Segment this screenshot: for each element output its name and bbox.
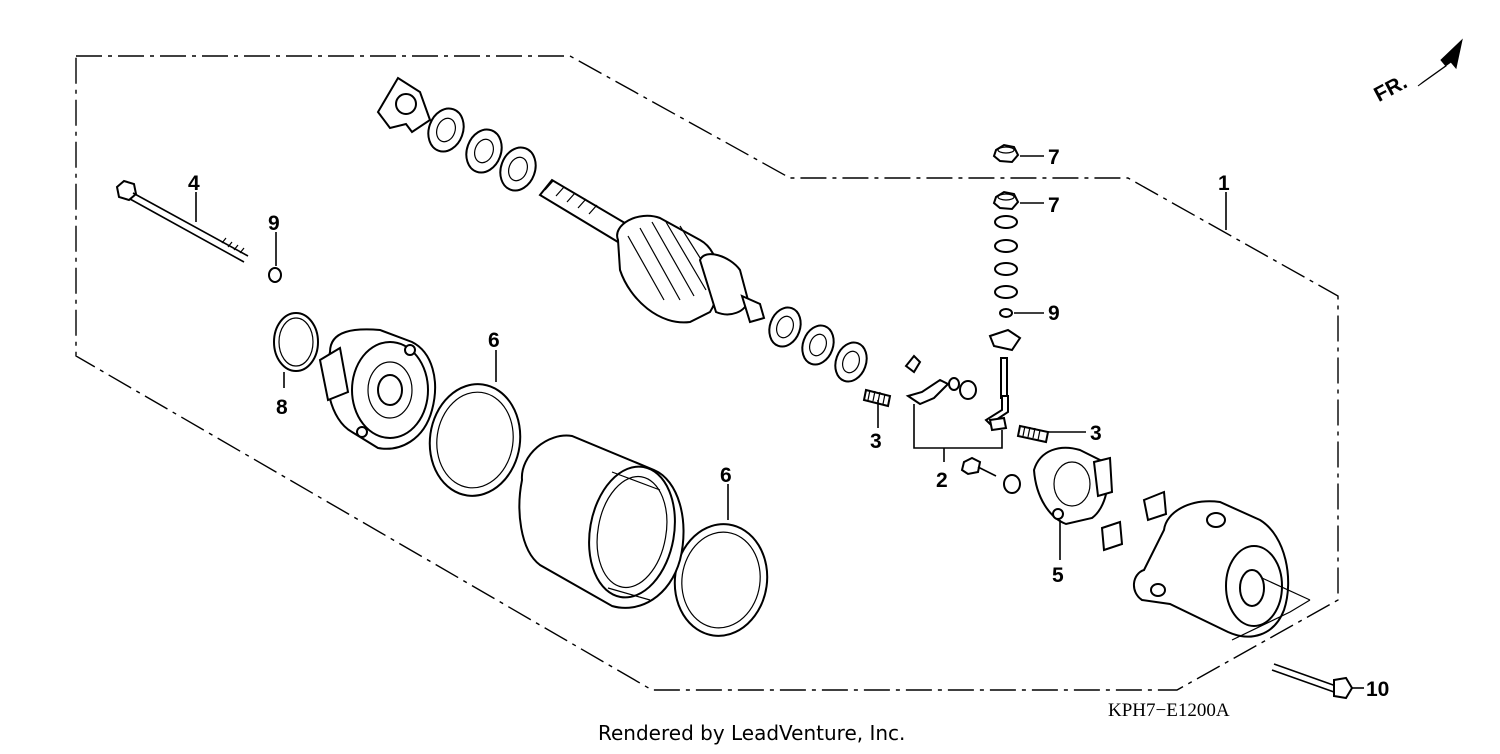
- terminal-bolt-part: [984, 328, 1022, 426]
- o-ring-part: [273, 312, 319, 372]
- terminal-nut-top: [992, 143, 1020, 164]
- brush-holder-part: [1032, 446, 1114, 526]
- thrust-washers-bottom: [768, 306, 868, 383]
- assembly-boundary: [75, 55, 1339, 691]
- callout-8: 8: [276, 396, 288, 419]
- front-cover-part: [318, 328, 436, 450]
- callout-5: 5: [1052, 564, 1064, 587]
- washer-small-left: [268, 267, 282, 283]
- brush-springs: [862, 388, 1050, 444]
- armature-part: [538, 178, 766, 324]
- callout-10: 10: [1366, 678, 1389, 701]
- rear-cover-part: [1133, 500, 1290, 638]
- callout-9-left: 9: [268, 212, 280, 235]
- rendered-by-credit: Rendered by LeadVenture, Inc.: [598, 721, 905, 745]
- long-bolt-part: [115, 179, 249, 263]
- seal-pads: [1100, 490, 1168, 552]
- seal-ring-right: [673, 523, 769, 637]
- callout-7-top: 7: [1048, 146, 1060, 169]
- front-direction-label: FR.: [1370, 71, 1411, 107]
- callout-9-right: 9: [1048, 302, 1060, 325]
- callout-3-left: 3: [870, 430, 882, 453]
- callout-2: 2: [936, 469, 948, 492]
- drawing-code: KPH7−E1200A: [1108, 700, 1230, 721]
- terminal-nut-second: [992, 190, 1020, 211]
- brush-holder-screw: [960, 456, 1021, 494]
- callout-7-second: 7: [1048, 194, 1060, 217]
- brush-set-part: [904, 354, 1008, 432]
- front-direction-arrow: FR.: [1370, 38, 1463, 107]
- callout-6-right: 6: [720, 464, 732, 487]
- seal-ring-left: [428, 383, 522, 497]
- callout-1: 1: [1218, 172, 1230, 195]
- terminal-washer-stack: [994, 215, 1018, 318]
- callout-4: 4: [188, 172, 200, 195]
- thrust-washers-top: [427, 107, 537, 192]
- callout-3-right: 3: [1090, 422, 1102, 445]
- lock-plate-part: [376, 76, 432, 134]
- leader-lines: [195, 155, 1364, 689]
- rear-bolt-part: [1271, 663, 1354, 700]
- motor-case-part: [518, 434, 685, 609]
- callout-6-left: 6: [488, 329, 500, 352]
